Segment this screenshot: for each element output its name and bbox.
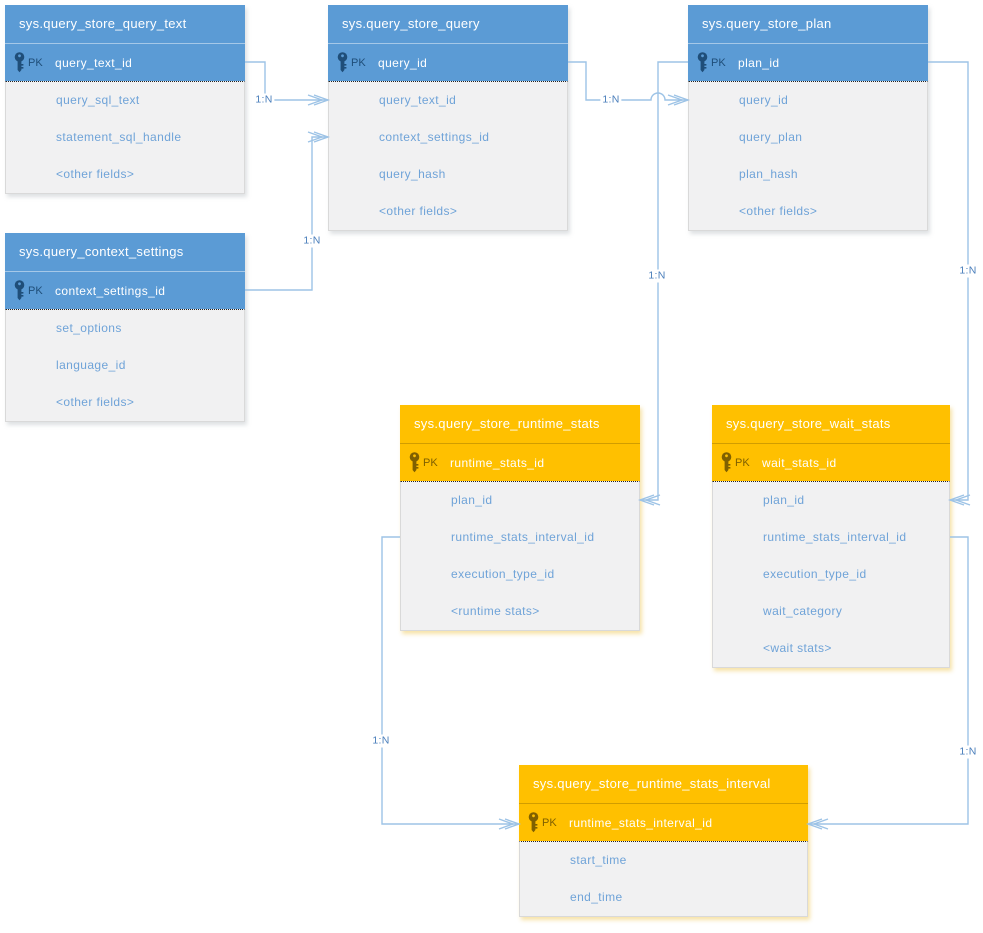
primary-key-icon — [13, 280, 26, 301]
field-name: query_id — [739, 93, 789, 107]
pk-label: PK — [28, 284, 43, 297]
field-name: runtime_stats_interval_id — [451, 530, 595, 544]
entity-title: sys.query_store_runtime_stats_interval — [519, 765, 808, 803]
pk-field-name: runtime_stats_interval_id — [569, 815, 713, 830]
arrowhead — [947, 494, 971, 506]
field-name: runtime_stats_interval_id — [763, 530, 907, 544]
relationship-cardinality: 1:N — [600, 93, 622, 107]
field-name: plan_id — [763, 493, 805, 507]
arrowhead — [307, 131, 331, 143]
pk-field-name: context_settings_id — [55, 283, 166, 298]
field-list: start_time end_time — [519, 841, 808, 917]
pk-row: PK runtime_stats_id — [400, 443, 640, 481]
entity-title: sys.query_store_runtime_stats — [400, 405, 640, 443]
pk-field-name: wait_stats_id — [762, 455, 837, 470]
field-name: language_id — [56, 358, 126, 372]
pk-row: PK wait_stats_id — [712, 443, 950, 481]
field-name: <other fields> — [56, 167, 135, 181]
field-name: <other fields> — [379, 204, 458, 218]
entity-title: sys.query_store_wait_stats — [712, 405, 950, 443]
primary-key-icon — [696, 52, 709, 73]
field-name: query_hash — [379, 167, 446, 181]
pk-row: PK plan_id — [688, 43, 928, 81]
entity-query-store-wait-stats: sys.query_store_wait_stats PK wait_stats… — [712, 405, 950, 668]
field-list: plan_id runtime_stats_interval_id execut… — [400, 481, 640, 631]
arrowhead — [498, 818, 522, 830]
entity-title: sys.query_context_settings — [5, 233, 245, 271]
pk-label: PK — [423, 456, 438, 469]
entity-title: sys.query_store_query_text — [5, 5, 245, 43]
field-name: <runtime stats> — [451, 604, 540, 618]
arrowhead — [637, 494, 661, 506]
entity-query-store-runtime-stats-interval: sys.query_store_runtime_stats_interval P… — [519, 765, 808, 917]
relationship-line-context-settings-to-query — [245, 136, 328, 291]
relationship-cardinality: 1:N — [957, 264, 979, 278]
field-list: query_sql_text statement_sql_handle <oth… — [5, 81, 245, 194]
field-name: query_plan — [739, 130, 803, 144]
pk-field-name: plan_id — [738, 55, 780, 70]
entity-query-store-runtime-stats: sys.query_store_runtime_stats PK runtime… — [400, 405, 640, 631]
field-list: set_options language_id <other fields> — [5, 309, 245, 422]
field-name: plan_hash — [739, 167, 798, 181]
field-name: statement_sql_handle — [56, 130, 182, 144]
relationship-cardinality: 1:N — [957, 745, 979, 759]
relationship-cardinality: 1:N — [253, 93, 275, 107]
primary-key-icon — [720, 452, 733, 473]
arrowhead — [667, 94, 691, 106]
pk-label: PK — [735, 456, 750, 469]
entity-query-context-settings: sys.query_context_settings PK context_se… — [5, 233, 245, 422]
field-list: query_text_id context_settings_id query_… — [328, 81, 568, 231]
primary-key-icon — [527, 812, 540, 833]
relationship-cardinality: 1:N — [301, 234, 323, 248]
field-name: query_sql_text — [56, 93, 140, 107]
field-name: query_text_id — [379, 93, 457, 107]
field-name: <wait stats> — [763, 641, 832, 655]
relationship-cardinality: 1:N — [370, 734, 392, 748]
entity-query-store-query: sys.query_store_query PK query_id query_… — [328, 5, 568, 231]
field-list: plan_id runtime_stats_interval_id execut… — [712, 481, 950, 668]
pk-row: PK runtime_stats_interval_id — [519, 803, 808, 841]
field-name: wait_category — [763, 604, 843, 618]
pk-row: PK context_settings_id — [5, 271, 245, 309]
pk-label: PK — [351, 56, 366, 69]
field-name: start_time — [570, 853, 627, 867]
pk-label: PK — [711, 56, 726, 69]
pk-row: PK query_text_id — [5, 43, 245, 81]
field-name: context_settings_id — [379, 130, 490, 144]
entity-query-store-plan: sys.query_store_plan PK plan_id query_id… — [688, 5, 928, 231]
field-name: execution_type_id — [763, 567, 867, 581]
field-name: execution_type_id — [451, 567, 555, 581]
field-name: <other fields> — [739, 204, 818, 218]
entity-title: sys.query_store_plan — [688, 5, 928, 43]
field-name: set_options — [56, 321, 122, 335]
field-list: query_id query_plan plan_hash <other fie… — [688, 81, 928, 231]
entity-title: sys.query_store_query — [328, 5, 568, 43]
pk-field-name: query_id — [378, 55, 428, 70]
pk-field-name: runtime_stats_id — [450, 455, 545, 470]
entity-query-store-query-text: sys.query_store_query_text PK query_text… — [5, 5, 245, 194]
primary-key-icon — [13, 52, 26, 73]
field-name: end_time — [570, 890, 623, 904]
field-name: plan_id — [451, 493, 493, 507]
primary-key-icon — [336, 52, 349, 73]
arrowhead — [805, 818, 829, 830]
pk-label: PK — [542, 816, 557, 829]
relationship-cardinality: 1:N — [646, 269, 668, 283]
pk-field-name: query_text_id — [55, 55, 133, 70]
pk-label: PK — [28, 56, 43, 69]
arrowhead — [307, 94, 331, 106]
relationship-line-query-to-plan — [568, 61, 688, 101]
field-name: <other fields> — [56, 395, 135, 409]
pk-row: PK query_id — [328, 43, 568, 81]
primary-key-icon — [408, 452, 421, 473]
